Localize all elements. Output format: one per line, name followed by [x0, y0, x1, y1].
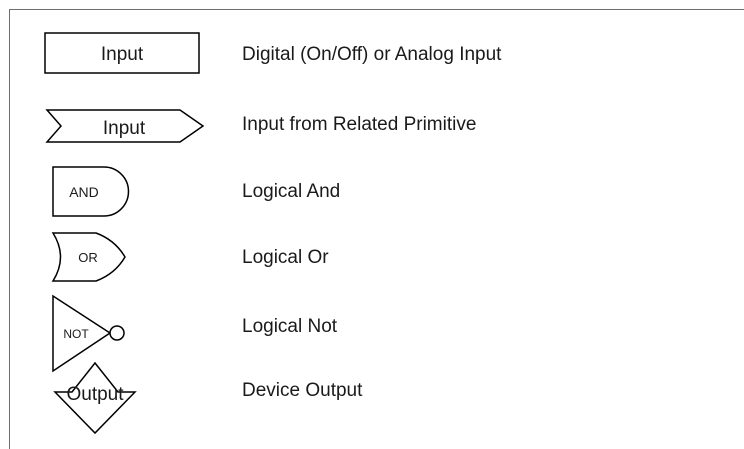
- description-digital-input: Digital (On/Off) or Analog Input: [242, 44, 502, 65]
- chevron-input-icon: Input: [45, 109, 205, 143]
- not-gate-icon: NOT: [52, 294, 125, 373]
- and-gate-icon: AND: [52, 166, 130, 217]
- description-device-output: Device Output: [242, 380, 363, 401]
- diamond-output-label: Output: [66, 384, 124, 405]
- description-logical-not: Logical Not: [242, 316, 338, 337]
- diamond-output-icon: Output: [53, 361, 137, 435]
- or-gate-icon: OR: [51, 232, 126, 282]
- description-logical-and: Logical And: [242, 181, 341, 202]
- not-gate-label: NOT: [63, 327, 89, 341]
- description-logical-or: Logical Or: [242, 247, 329, 268]
- rectangle-input-label: Input: [101, 44, 144, 65]
- description-related-input: Input from Related Primitive: [242, 114, 477, 135]
- legend-frame-left-border: [9, 9, 10, 449]
- legend-frame-top-border: [9, 9, 744, 10]
- rectangle-input-icon: Input: [44, 32, 200, 74]
- chevron-input-label: Input: [103, 118, 146, 139]
- and-gate-label: AND: [69, 184, 99, 200]
- or-gate-label: OR: [78, 250, 98, 265]
